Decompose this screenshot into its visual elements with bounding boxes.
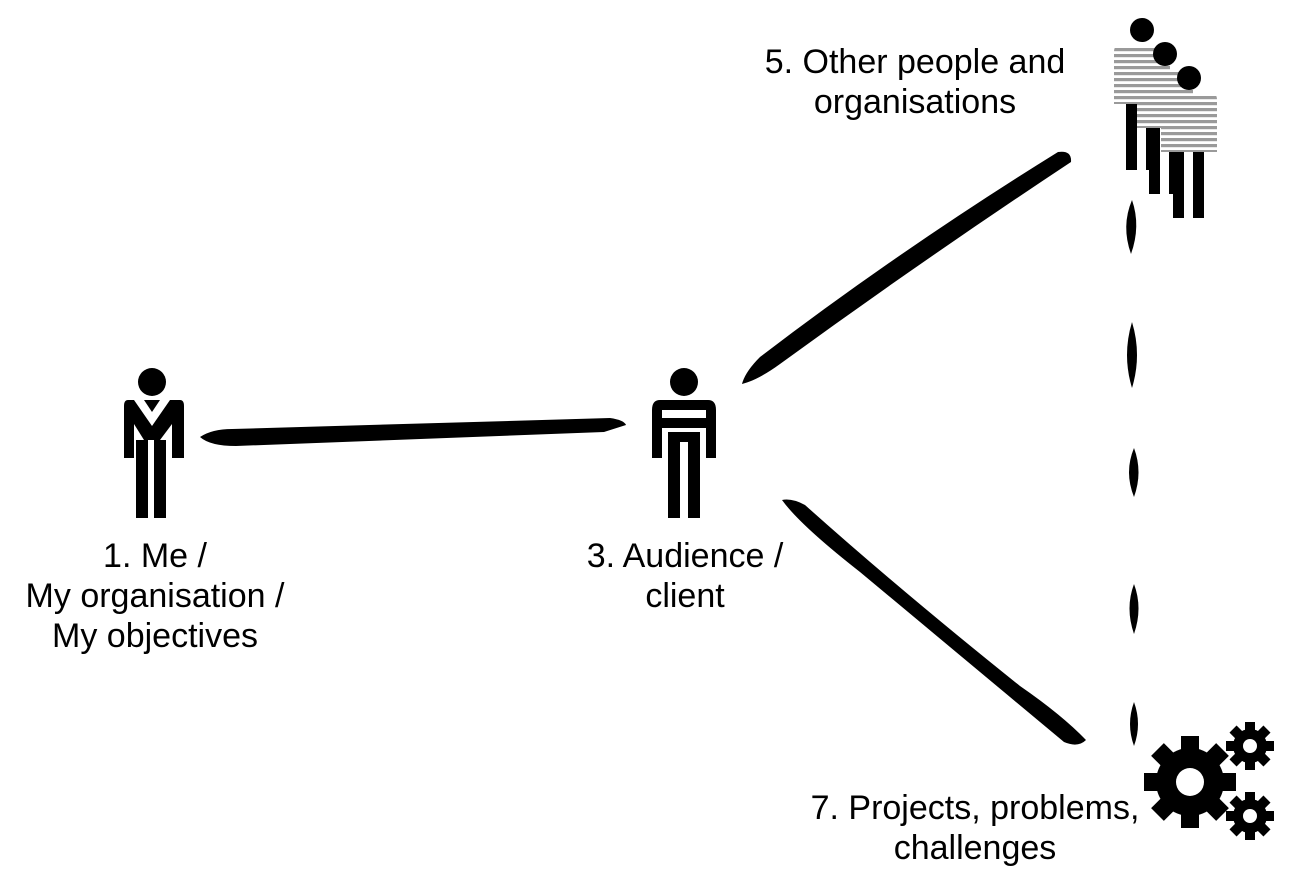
- node-label-me: 1. Me / My organisation / My objectives: [0, 536, 310, 656]
- connector-audience-others: [742, 151, 1072, 384]
- group-people-icon: [1114, 18, 1217, 218]
- connector-me-audience: [200, 418, 626, 446]
- node-label-line: My organisation /: [25, 577, 285, 615]
- node-label-audience: 3. Audience / client: [560, 536, 810, 616]
- node-label-line: 7. Projects, problems,: [810, 789, 1140, 827]
- node-label-line: 5. Other people and: [764, 43, 1066, 81]
- node-label-projects: 7. Projects, problems, challenges: [790, 788, 1160, 868]
- node-label-line: organisations: [813, 83, 1017, 121]
- node-label-line: My objectives: [52, 617, 258, 655]
- connector-others-projects-dashed: [1126, 200, 1139, 746]
- person-a-icon: [652, 368, 716, 518]
- node-label-line: 3. Audience /: [586, 537, 784, 575]
- node-label-line: client: [645, 577, 725, 615]
- node-label-line: 1. Me /: [103, 537, 207, 575]
- gears-icon: [1144, 722, 1274, 840]
- node-label-line: challenges: [893, 829, 1057, 867]
- connector-audience-projects: [782, 499, 1086, 745]
- person-m-icon: [124, 368, 184, 518]
- node-label-others: 5. Other people and organisations: [740, 42, 1090, 122]
